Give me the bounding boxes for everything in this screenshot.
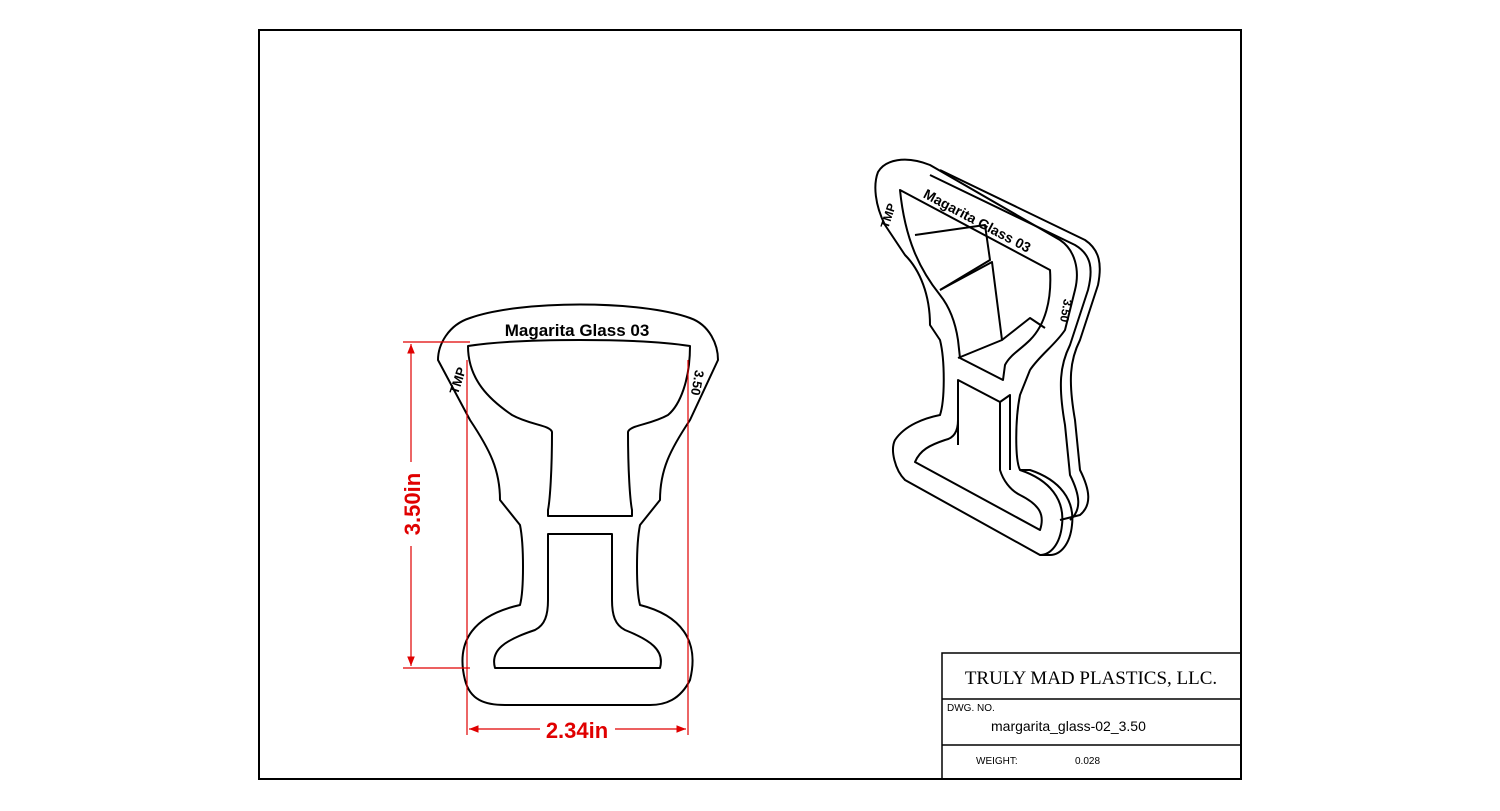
dwg-no-value: margarita_glass-02_3.50 bbox=[991, 718, 1146, 734]
iso-left-label: TMP bbox=[878, 202, 899, 230]
dimension-width bbox=[466, 360, 689, 735]
front-left-label: TMP bbox=[446, 365, 469, 396]
weight-label: WEIGHT: bbox=[976, 756, 1018, 767]
inner-bowl bbox=[467, 339, 691, 517]
sheet-border bbox=[258, 29, 1242, 780]
inner-stem bbox=[493, 533, 662, 669]
height-dimension-text: 3.50in bbox=[400, 473, 425, 535]
front-view bbox=[437, 303, 719, 706]
isometric-view bbox=[874, 158, 1101, 556]
weight-value: 0.028 bbox=[1075, 756, 1100, 767]
front-view-labels: Magarita Glass 03 TMP 3.50 bbox=[446, 321, 707, 397]
isometric-view-labels: Magarita Glass 03 TMP 3.50 bbox=[878, 186, 1075, 324]
iso-outer-outline bbox=[874, 158, 1078, 556]
width-dimension-text: 2.34in bbox=[546, 718, 608, 743]
outer-outline bbox=[437, 303, 719, 706]
iso-top-label: Magarita Glass 03 bbox=[921, 186, 1034, 256]
iso-right-label: 3.50 bbox=[1057, 298, 1075, 324]
front-right-label: 3.50 bbox=[688, 369, 707, 397]
company-name: TRULY MAD PLASTICS, LLC. bbox=[965, 668, 1217, 689]
title-block bbox=[941, 652, 1242, 780]
dwg-no-label: DWG. NO. bbox=[947, 703, 995, 714]
front-top-label: Magarita Glass 03 bbox=[505, 321, 650, 340]
iso-inner-stem bbox=[914, 379, 1043, 531]
